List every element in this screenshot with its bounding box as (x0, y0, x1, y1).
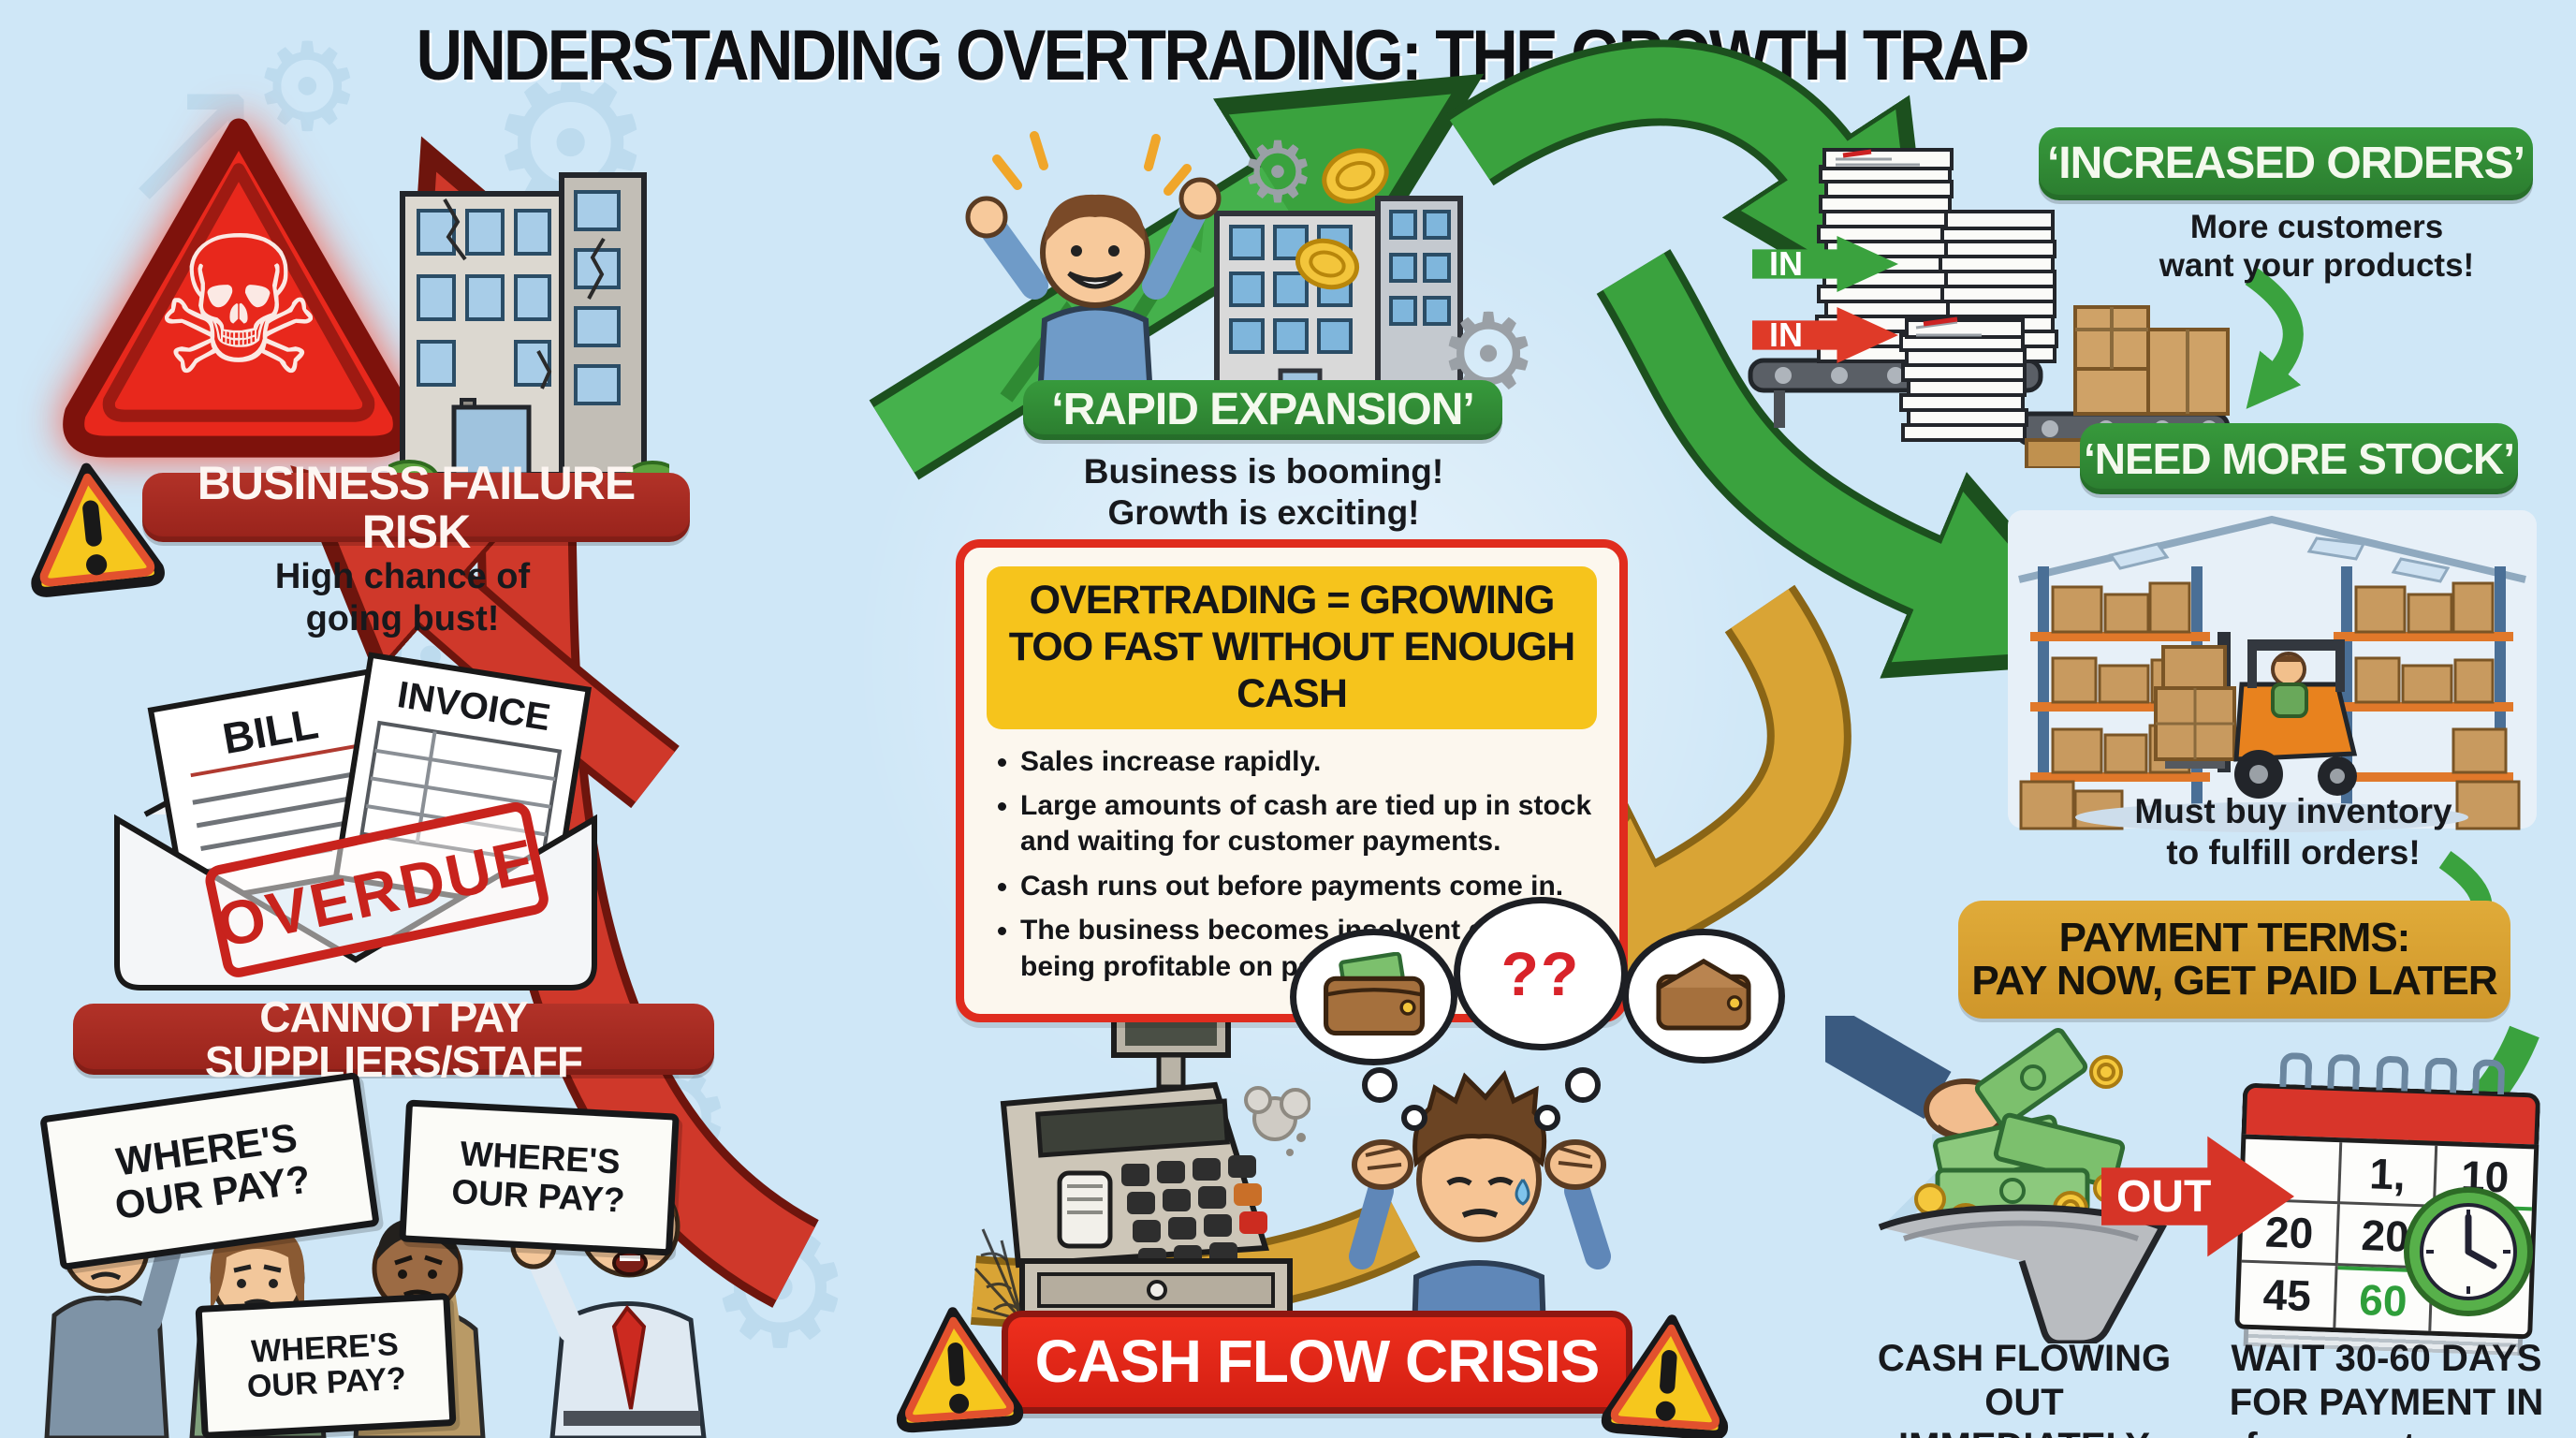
order-paper-stack (1815, 148, 2058, 442)
svg-text:☠: ☠ (154, 197, 325, 418)
gear-icon: ⚙ (1240, 124, 1316, 222)
expansion-banner: ‘RAPID EXPANSION’ (1023, 380, 1502, 440)
payment-terms-banner: PAYMENT TERMS: PAY NOW, GET PAID LATER (1958, 901, 2510, 1019)
calendar-cell: 45 (2239, 1262, 2338, 1328)
definition-bullet: Large amounts of cash are tied up in sto… (1020, 788, 1597, 860)
thought-bubble-questions: ?? (1454, 897, 1628, 1050)
failure-caption: High chance of going bust! (274, 557, 531, 638)
failure-banner: BUSINESS FAILURE RISK (142, 458, 690, 556)
green-arc-orders (1449, 47, 1920, 315)
definition-bullet-list: Sales increase rapidly. Large amounts of … (987, 744, 1597, 985)
question-marks: ?? (1500, 939, 1581, 1008)
bubble-dot (1565, 1067, 1601, 1103)
money-bills (1933, 1028, 2126, 1214)
warehouse-icon (2008, 510, 2537, 832)
cash-out-caption: CASH FLOWING OUT IMMEDIATELY to supplier… (1877, 1338, 2172, 1438)
funnel-icon (1878, 1204, 2167, 1343)
definition-heading: OVERTRADING = GROWING TOO FAST WITHOUT E… (987, 566, 1597, 729)
bubble-dot (1534, 1105, 1560, 1131)
protest-sign: WHERE'S OUR PAY? (195, 1292, 457, 1438)
thought-bubble-wallet-empty (1622, 929, 1785, 1064)
cash-funnel-scene (1825, 1016, 2167, 1343)
definition-bullet: Sales increase rapidly. (1020, 744, 1597, 780)
skull-warning-icon: ☠ (63, 118, 415, 458)
overdue-envelope: BILL INVOICE OVERDUE (114, 652, 597, 990)
warning-triangle-icon (1601, 1314, 1729, 1438)
definition-bullet: Cash runs out before payments come in. (1020, 869, 1597, 904)
dust-puff-icon (1244, 1086, 1310, 1156)
thought-bubble-wallet-full (1290, 929, 1457, 1065)
bubble-dot (1401, 1105, 1427, 1131)
empty-wallet-icon (1656, 958, 1751, 1031)
crisis-banner: CASH FLOW CRISIS (1002, 1311, 1632, 1414)
orders-banner: ‘INCREASED ORDERS’ (2039, 127, 2533, 200)
hook-arrow-stock (2245, 267, 2304, 409)
orders-caption: More customers want your products! (2159, 209, 2475, 285)
bubble-dot (1362, 1067, 1398, 1103)
forklift-icon (2154, 632, 2358, 799)
expansion-caption: Business is booming! Growth is exciting! (1083, 452, 1444, 532)
gold-arc-crisis (1509, 589, 1844, 980)
clock-icon (2404, 1187, 2533, 1316)
warning-triangle-icon (31, 462, 165, 597)
cracked-building-icon (388, 172, 669, 496)
protest-sign: WHERE'S OUR PAY? (399, 1099, 680, 1256)
cobweb-icon (973, 1228, 1024, 1322)
green-arc-stock (1603, 253, 2099, 663)
happy-businessman-scene: ⚙ ⚙ (965, 124, 1539, 412)
stock-banner: ‘NEED MORE STOCK’ (2080, 423, 2518, 494)
warning-triangle-icon (896, 1307, 1024, 1433)
happy-businessman (965, 131, 1222, 412)
cannot-pay-banner: CANNOT PAY SUPPLIERS/STAFF (73, 994, 714, 1084)
storage-rack-right (2334, 566, 2521, 830)
stock-caption: Must buy inventory to fulfill orders! (2134, 792, 2452, 872)
background-gear-icon: ⚙ (253, 19, 362, 155)
sleeve (1825, 1016, 1952, 1120)
full-wallet-icon (1323, 952, 1425, 1036)
payment-in-caption: WAIT 30-60 DAYS FOR PAYMENT IN from cust… (2229, 1338, 2544, 1438)
cash-register-icon (973, 1006, 1310, 1322)
